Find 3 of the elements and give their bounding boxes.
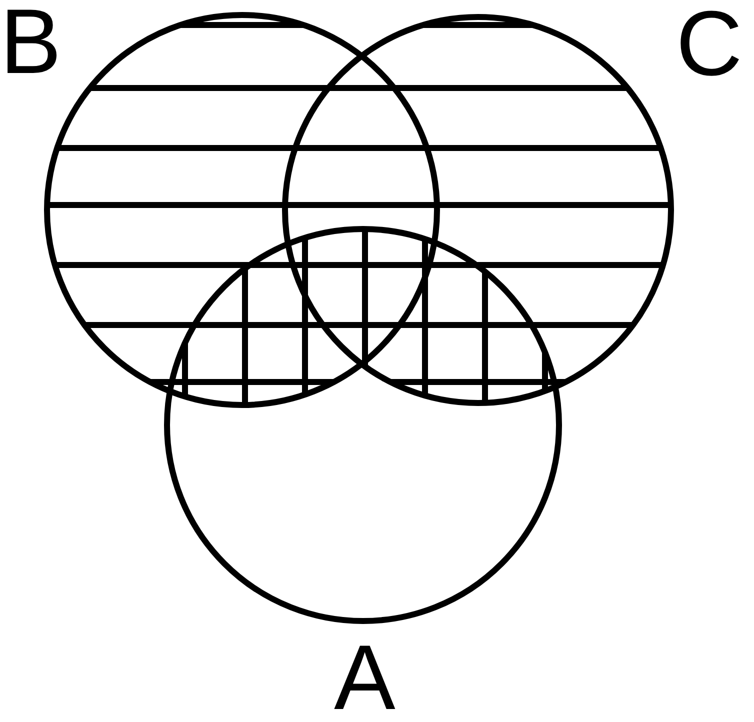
set-label: C — [676, 8, 742, 80]
set-label: A — [334, 642, 396, 714]
set-label: B — [0, 6, 62, 78]
